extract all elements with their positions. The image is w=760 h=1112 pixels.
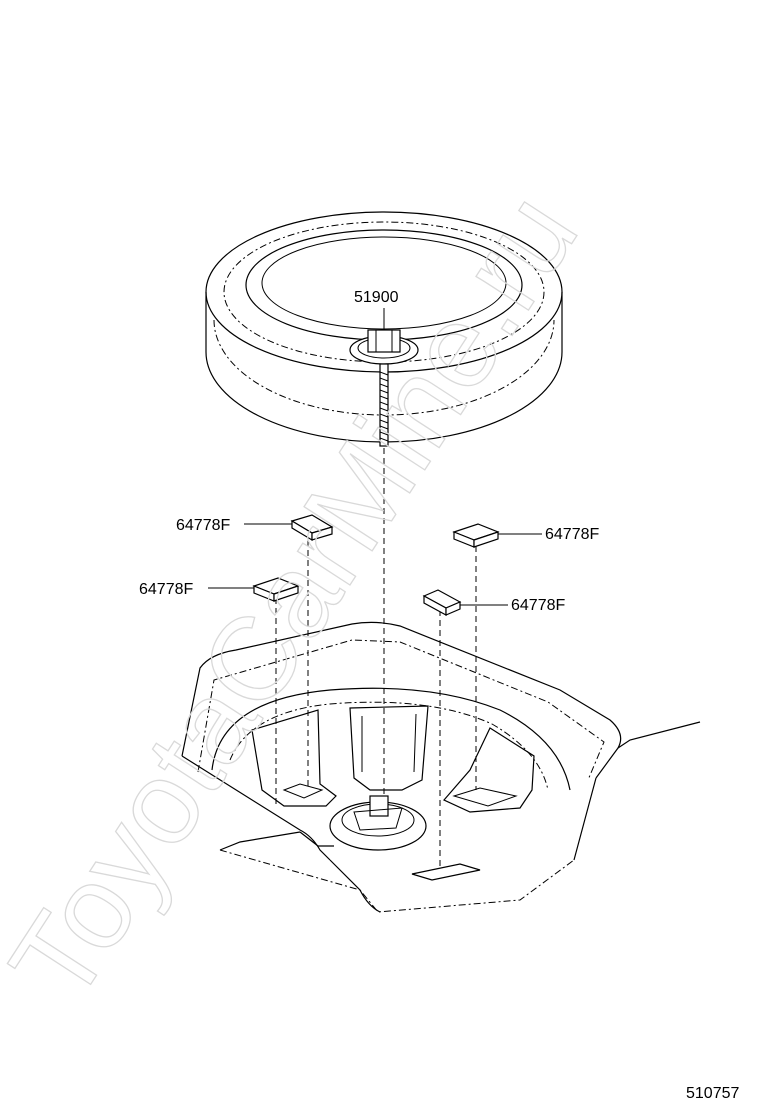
spacer-pad-bottom-right — [422, 589, 508, 617]
spacer-pad-bottom-left — [208, 577, 300, 602]
carrier-bolt-51900 — [349, 308, 419, 447]
label-64778f-bottom-right: 64778F — [511, 597, 565, 614]
alignment-lines — [275, 448, 477, 870]
spacer-pad-top-left — [244, 514, 334, 542]
diagram-id: 510757 — [686, 1085, 739, 1102]
label-51900: 51900 — [354, 289, 399, 306]
label-64778f-top-left: 64778F — [176, 517, 230, 534]
spare-tire-well — [181, 621, 701, 913]
label-64778f-top-right: 64778F — [545, 526, 599, 543]
label-64778f-bottom-left: 64778F — [139, 581, 193, 598]
spacer-pad-top-right — [452, 523, 542, 548]
